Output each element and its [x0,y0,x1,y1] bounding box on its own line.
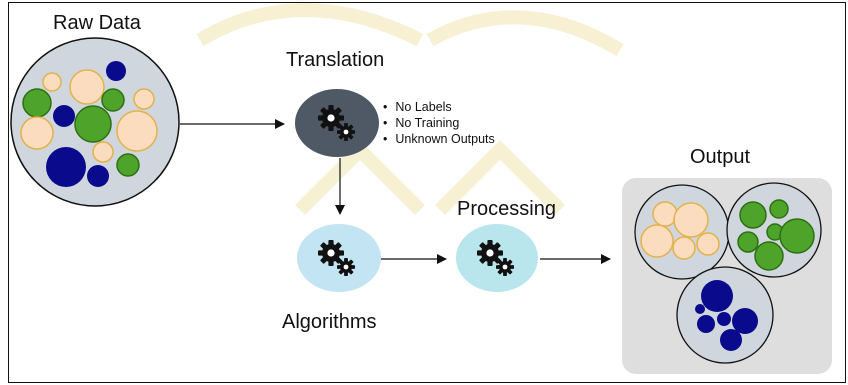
note-unknown-outputs: Unknown Outputs [383,131,494,147]
output-cluster-cream [634,184,730,280]
note-no-training: No Training [383,115,495,131]
translation-node [295,89,379,157]
output-panel [622,178,832,374]
algorithms-node [297,224,381,292]
processing-label: Processing [457,198,556,220]
translation-label: Translation [286,49,385,71]
note-no-labels: No Labels [383,99,495,115]
translation-notes-list: No Labels No Training Unknown Outputs [383,99,495,147]
algorithms-label: Algorithms [282,311,377,333]
output-label: Output [690,146,751,168]
output-cluster-green [726,182,822,278]
output-cluster-navy [676,266,774,364]
raw-data-cluster [10,37,180,207]
raw-data-label: Raw Data [53,12,141,34]
processing-node [456,224,538,292]
